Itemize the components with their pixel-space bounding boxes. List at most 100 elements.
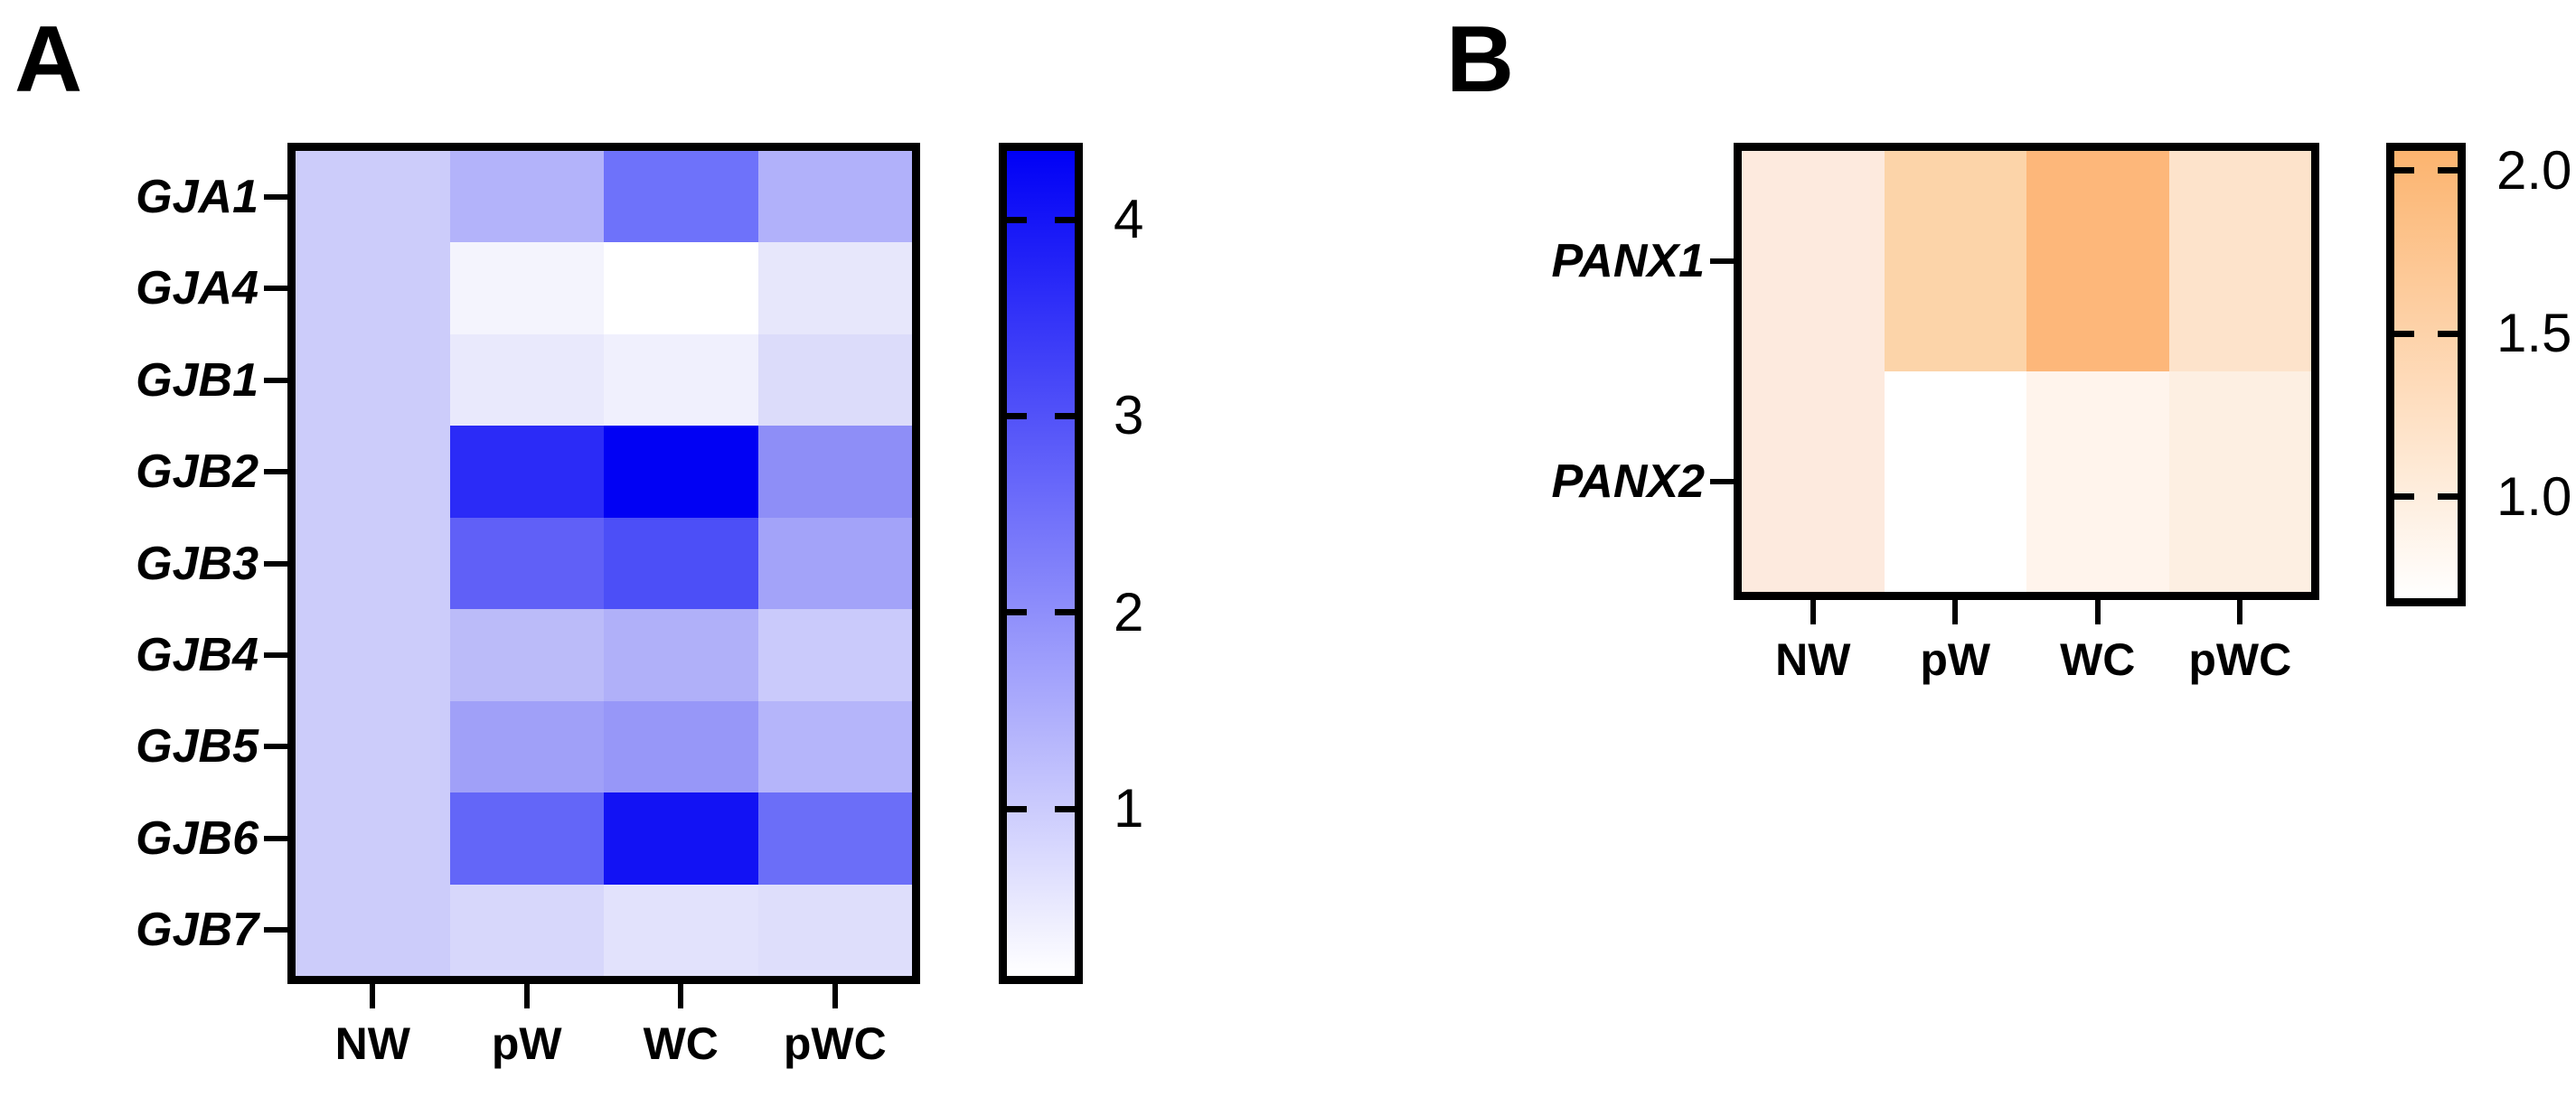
row-tick: [264, 560, 287, 567]
heatmap-cell: [2026, 371, 2169, 592]
colorbar-tick-left: [2394, 167, 2414, 174]
heatmap-cell: [449, 700, 604, 793]
heatmap-cell: [449, 884, 604, 976]
row-label-gjb5: GJB5: [136, 720, 259, 774]
row-tick: [264, 193, 287, 200]
heatmap-cell: [296, 884, 450, 976]
colorbar-tick-label: 4: [1114, 189, 1144, 250]
heatmap-cell: [604, 792, 758, 885]
row-tick: [264, 927, 287, 933]
col-tick: [523, 984, 530, 1008]
colorbar-tick-left: [2394, 330, 2414, 337]
heatmap-cell: [449, 333, 604, 427]
heatmap-cell: [757, 242, 912, 334]
heatmap-cell: [604, 609, 758, 701]
heatmap-cell: [296, 792, 450, 885]
row-label-gjb2: GJB2: [136, 445, 259, 499]
colorbar-tick-left: [1007, 609, 1027, 616]
colorbar-tick-right: [2438, 493, 2458, 501]
col-label-wc: WC: [643, 1018, 719, 1069]
colorbar-tick-right: [1055, 412, 1075, 419]
heatmap-cell: [449, 517, 604, 610]
col-tick: [2237, 600, 2243, 624]
row-label-gjb3: GJB3: [136, 537, 259, 590]
heatmap-cell: [2168, 151, 2311, 371]
row-label-gjb1: GJB1: [136, 353, 259, 407]
heatmap-cell: [2026, 151, 2169, 371]
row-tick: [264, 835, 287, 841]
heatmap-cell: [449, 609, 604, 701]
col-label-nw: NW: [334, 1018, 410, 1069]
panel-a-label: A: [14, 7, 83, 112]
col-label-pw: pW: [1920, 634, 1991, 685]
heatmap-cell: [2168, 371, 2311, 592]
heatmap-cell: [449, 426, 604, 518]
heatmap-a-grid: [287, 143, 920, 984]
col-tick: [678, 984, 684, 1008]
colorbar-tick-right: [2438, 167, 2458, 174]
heatmap-cell: [757, 517, 912, 610]
heatmap-cell: [757, 151, 912, 243]
heatmap-cell: [1884, 371, 2026, 592]
colorbar-gradient: [2394, 151, 2458, 598]
row-tick: [1710, 258, 1734, 264]
row-tick: [264, 286, 287, 292]
heatmap-cell: [604, 426, 758, 518]
colorbar-tick-label: 2.0: [2496, 139, 2572, 201]
colorbar-gradient: [1007, 151, 1075, 976]
heatmap-cell: [296, 333, 450, 427]
row-tick: [264, 377, 287, 383]
heatmap-cell: [296, 151, 450, 243]
heatmap-cell: [604, 517, 758, 610]
heatmap-cell: [296, 426, 450, 518]
col-label-nw: NW: [1775, 634, 1851, 685]
colorbar-tick-left: [1007, 412, 1027, 419]
col-label-pw: pW: [491, 1018, 562, 1069]
colorbar-tick-right: [1055, 216, 1075, 223]
col-tick: [1952, 600, 1959, 624]
heatmap-cell: [757, 700, 912, 793]
row-label-gja4: GJA4: [136, 262, 259, 315]
colorbar-tick-left: [1007, 216, 1027, 223]
heatmap-cell: [604, 333, 758, 427]
heatmap-cell: [296, 609, 450, 701]
col-tick: [2094, 600, 2101, 624]
col-label-wc: WC: [2060, 634, 2136, 685]
colorbar-tick-left: [2394, 493, 2414, 501]
row-tick: [264, 652, 287, 658]
colorbar-tick-label: 2: [1114, 581, 1144, 642]
heatmap-cell: [1884, 151, 2026, 371]
heatmap-cell: [449, 151, 604, 243]
colorbar-tick-label: 3: [1114, 385, 1144, 446]
heatmap-b-grid: [1734, 143, 2319, 600]
row-label-gjb6: GJB6: [136, 811, 259, 865]
panel-b-label: B: [1446, 7, 1515, 112]
colorbar-tick-right: [1055, 805, 1075, 812]
heatmap-cell: [604, 242, 758, 334]
row-label-gjb4: GJB4: [136, 628, 259, 681]
row-label-gjb7: GJB7: [136, 904, 259, 957]
colorbar-tick-label: 1.5: [2496, 303, 2572, 364]
heatmap-cell: [604, 151, 758, 243]
col-label-pwc: pWC: [2188, 634, 2292, 685]
heatmap-cell: [449, 242, 604, 334]
col-label-pwc: pWC: [783, 1018, 887, 1069]
row-label-gja1: GJA1: [136, 170, 259, 223]
col-tick: [370, 984, 376, 1008]
col-tick: [1810, 600, 1816, 624]
row-tick: [264, 744, 287, 750]
heatmap-cell: [757, 426, 912, 518]
heatmap-cell: [604, 884, 758, 976]
row-label-panx1: PANX1: [1551, 235, 1705, 287]
colorbar-a: [999, 143, 1083, 984]
row-tick: [264, 469, 287, 475]
heatmap-cell: [604, 700, 758, 793]
colorbar-tick-label: 1.0: [2496, 465, 2572, 527]
heatmap-cell: [1742, 151, 1885, 371]
heatmap-cell: [757, 884, 912, 976]
heatmap-cell: [757, 333, 912, 427]
colorbar-b: [2386, 143, 2466, 606]
colorbar-tick-label: 1: [1114, 778, 1144, 839]
row-tick: [1710, 479, 1734, 484]
